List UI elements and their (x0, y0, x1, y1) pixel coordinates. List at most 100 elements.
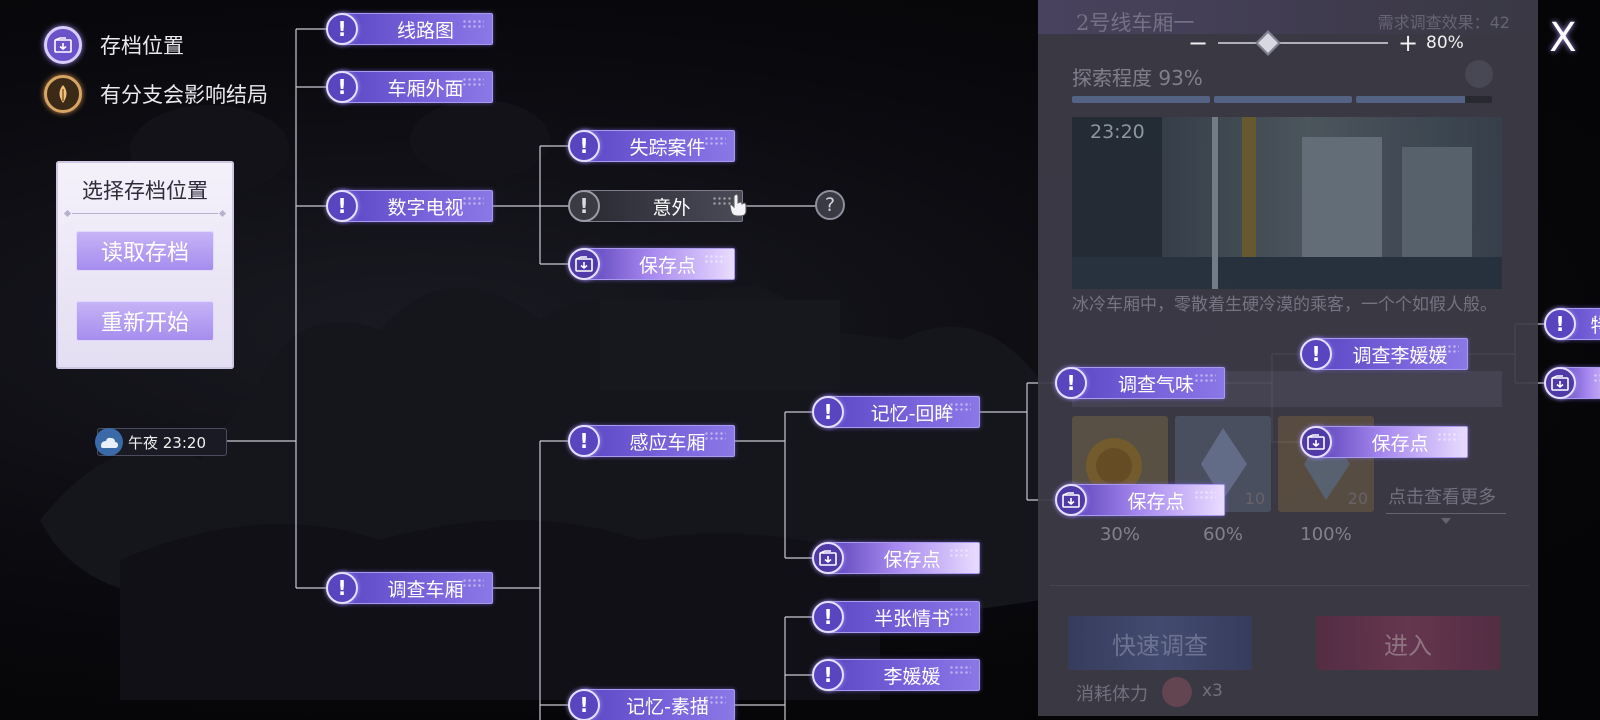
time-label: 午夜 23:20 (128, 433, 206, 452)
unknown-node[interactable]: ? (815, 190, 845, 220)
story-node-accident[interactable]: !意外 (568, 190, 743, 222)
node-label (1576, 367, 1600, 399)
node-bar (826, 601, 980, 633)
node-label: 失踪案件 (629, 136, 706, 159)
node-label: 调查车厢 (387, 578, 464, 601)
scene-thumbnail: 23:20 (1072, 117, 1502, 289)
story-node-outside[interactable]: !车厢外面 (326, 71, 493, 103)
node-bar (826, 659, 980, 691)
zoom-control: − + 80% (1186, 28, 1486, 58)
enter-button[interactable]: 进入 (1316, 616, 1500, 670)
stamina-icon (1162, 677, 1192, 707)
requirement-text: 需求调查效果：42 (1377, 13, 1510, 32)
story-node-half-letter[interactable]: !半张情书 (812, 601, 980, 633)
exclamation-icon: ! (812, 659, 844, 691)
scene-description: 冰冷车厢中，零散着生硬冷漠的乘客，一个个如假人般。 (1072, 295, 1497, 315)
exclamation-icon: ! (1544, 308, 1576, 340)
node-label: 车厢外面 (387, 77, 464, 100)
exclamation-icon: ! (326, 572, 358, 604)
progress-segment (1072, 96, 1210, 103)
node-label: 李媛媛 (883, 665, 941, 688)
story-node-investigate-car[interactable]: ! 调查车厢 (326, 572, 493, 604)
exclamation-icon: ! (568, 130, 600, 162)
progress-segment (1214, 96, 1352, 103)
location-title: 2号线车厢一 (1076, 11, 1195, 35)
node-label: 特 (1590, 314, 1600, 337)
story-node-missing-case[interactable]: ! 失踪案件 (568, 130, 735, 162)
story-node-special[interactable]: !特 (1544, 308, 1600, 340)
story-node-save-3[interactable]: 保存点 (1055, 484, 1225, 516)
cloud-moon-icon (95, 428, 123, 456)
node-label: 感应车厢 (629, 431, 706, 454)
hand-pointer-icon (729, 193, 747, 217)
story-node-save-5[interactable] (1544, 367, 1600, 399)
crystal-icon (1201, 428, 1247, 500)
coin-icon (1086, 438, 1142, 494)
node-label: 保存点 (883, 548, 941, 571)
branch-ending-icon (44, 75, 82, 113)
story-node-memory-glance[interactable]: !记忆-回眸 (812, 396, 980, 428)
exclamation-icon: ! (812, 396, 844, 428)
restart-button[interactable]: 重新开始 (76, 301, 214, 341)
stamina-cost-label: 消耗体力 (1076, 684, 1148, 705)
load-save-button[interactable]: 读取存档 (76, 231, 214, 271)
exploration-progress-label: 探索程度 93% (1072, 66, 1203, 90)
node-bar (340, 13, 493, 45)
zoom-in-button[interactable]: + (1397, 29, 1419, 57)
save-download-icon (568, 248, 600, 280)
close-button[interactable]: X (1549, 15, 1577, 61)
train-car-image (1072, 117, 1502, 289)
node-label: 线路图 (396, 19, 454, 42)
node-bar (582, 130, 735, 162)
exclamation-icon: ! (326, 190, 358, 222)
node-label: 保存点 (638, 254, 696, 277)
exclamation-icon: ! (1055, 367, 1087, 399)
node-bar (582, 425, 735, 457)
divider (1386, 513, 1506, 514)
node-label: 记忆-素描 (626, 695, 709, 718)
zoom-slider-handle[interactable] (1255, 30, 1281, 56)
caret-down-icon (1441, 518, 1451, 524)
quick-investigate-button[interactable]: 快速调查 (1068, 616, 1252, 670)
story-node-memory-sketch[interactable]: ! 记忆-素描 (568, 689, 735, 720)
story-node-save-1[interactable]: 保存点 (568, 248, 735, 280)
zoom-slider[interactable] (1218, 30, 1388, 56)
story-node-save-4[interactable]: 保存点 (1300, 426, 1468, 458)
save-download-icon (1544, 367, 1576, 399)
story-node-digital-tv[interactable]: ! 数字电视 (326, 190, 493, 222)
node-label: 数字电视 (387, 196, 464, 219)
exclamation-icon: ! (568, 689, 600, 720)
exclamation-icon: ! (1300, 338, 1332, 370)
node-bar (826, 542, 980, 574)
reward-percent: 100% (1300, 524, 1352, 545)
story-node-li-ai[interactable]: !调查李媛媛 (1300, 338, 1468, 370)
divider (1050, 585, 1530, 586)
exclamation-icon: ! (568, 425, 600, 457)
stamina-cost-value: x3 (1202, 681, 1223, 701)
legend-branch-row: 有分支会影响结局 (44, 75, 268, 113)
node-label: 保存点 (1371, 432, 1429, 455)
node-label: 调查气味 (1117, 373, 1194, 396)
view-more-link[interactable]: 点击查看更多 (1388, 487, 1496, 508)
reward-percent: 60% (1202, 524, 1243, 545)
save-download-icon (1300, 426, 1332, 458)
story-node-route-map[interactable]: ! 线路图 (326, 13, 493, 45)
divider (72, 213, 218, 214)
story-node-li-yuanyuan[interactable]: ! 李媛媛 (812, 659, 980, 691)
story-node-smell[interactable]: ! 调查气味 (1055, 367, 1225, 399)
reward-percent: 30% (1099, 524, 1140, 545)
progress-segment (1356, 96, 1492, 103)
time-node[interactable]: 午夜 23:20 (95, 428, 227, 456)
legend-branch-label: 有分支会影响结局 (100, 83, 268, 107)
exclamation-icon: ! (326, 13, 358, 45)
node-label: 保存点 (1127, 490, 1185, 513)
story-node-sense-car[interactable]: ! 感应车厢 (568, 425, 735, 457)
node-bar (582, 190, 743, 222)
node-label: 意外 (652, 196, 691, 219)
node-bar (1314, 338, 1468, 370)
story-node-save-2[interactable]: 保存点 (812, 542, 980, 574)
legend-save-row: 存档位置 (44, 26, 184, 64)
list-icon[interactable] (1465, 60, 1493, 88)
zoom-out-button[interactable]: − (1187, 29, 1209, 57)
